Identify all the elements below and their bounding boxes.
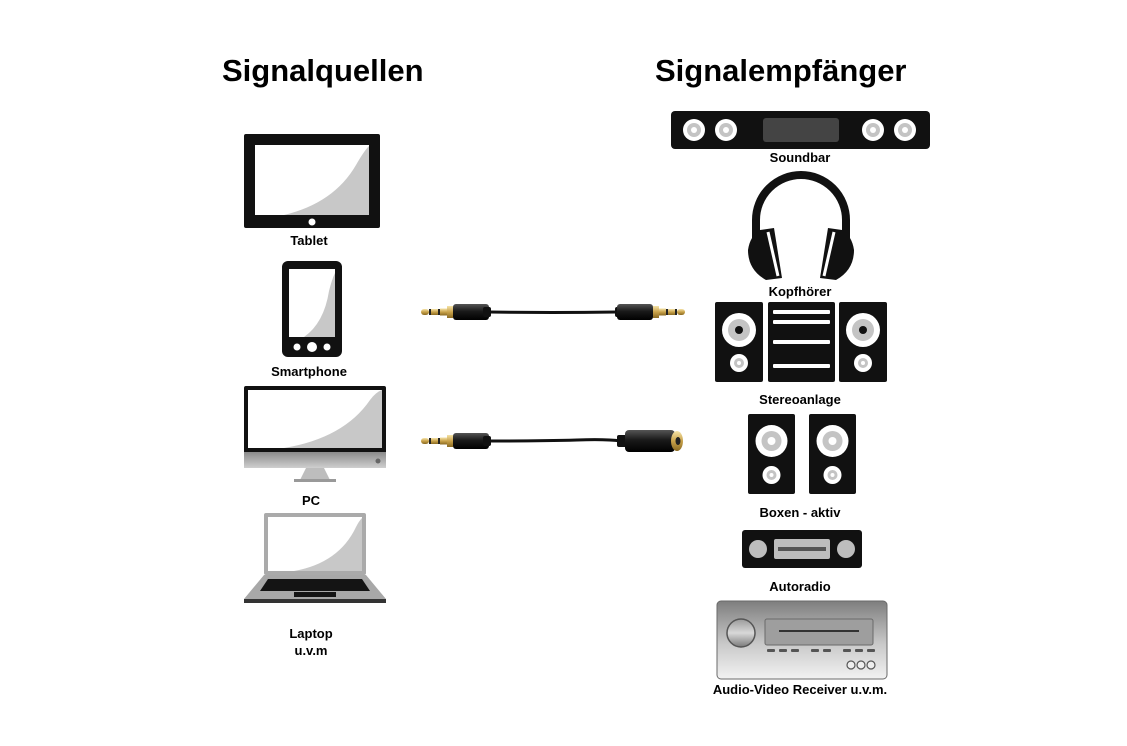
tablet-icon bbox=[244, 134, 380, 228]
receivers-title: Signalempfänger bbox=[655, 53, 907, 88]
car-radio-label: Autoradio bbox=[769, 579, 831, 594]
headphones-label: Kopfhörer bbox=[768, 284, 832, 299]
sources-title: Signalquellen bbox=[222, 53, 424, 88]
pc-label: PC bbox=[301, 493, 321, 508]
stereo-system-label: Stereoanlage bbox=[759, 392, 841, 407]
soundbar-label: Soundbar bbox=[769, 150, 831, 165]
laptop-label: Laptop bbox=[289, 626, 333, 641]
av-receiver-icon bbox=[716, 600, 888, 680]
headphones-icon bbox=[748, 171, 854, 280]
monitor-icon bbox=[244, 386, 386, 482]
smartphone-icon bbox=[282, 261, 342, 357]
smartphone-label: Smartphone bbox=[271, 364, 347, 379]
car-radio-icon bbox=[742, 530, 862, 568]
av-receiver-label: Audio-Video Receiver u.v.m. bbox=[712, 682, 888, 697]
tablet-label: Tablet bbox=[290, 233, 328, 248]
laptop-more-label: u.v.m bbox=[294, 643, 328, 658]
active-speakers-icon bbox=[748, 414, 856, 494]
aux-cable-male-male-icon bbox=[421, 304, 685, 320]
active-speakers-label: Boxen - aktiv bbox=[759, 505, 841, 520]
aux-cable-male-female-icon bbox=[421, 430, 683, 452]
stereo-system-icon bbox=[715, 302, 887, 382]
laptop-icon bbox=[244, 513, 386, 603]
soundbar-icon bbox=[671, 111, 930, 149]
